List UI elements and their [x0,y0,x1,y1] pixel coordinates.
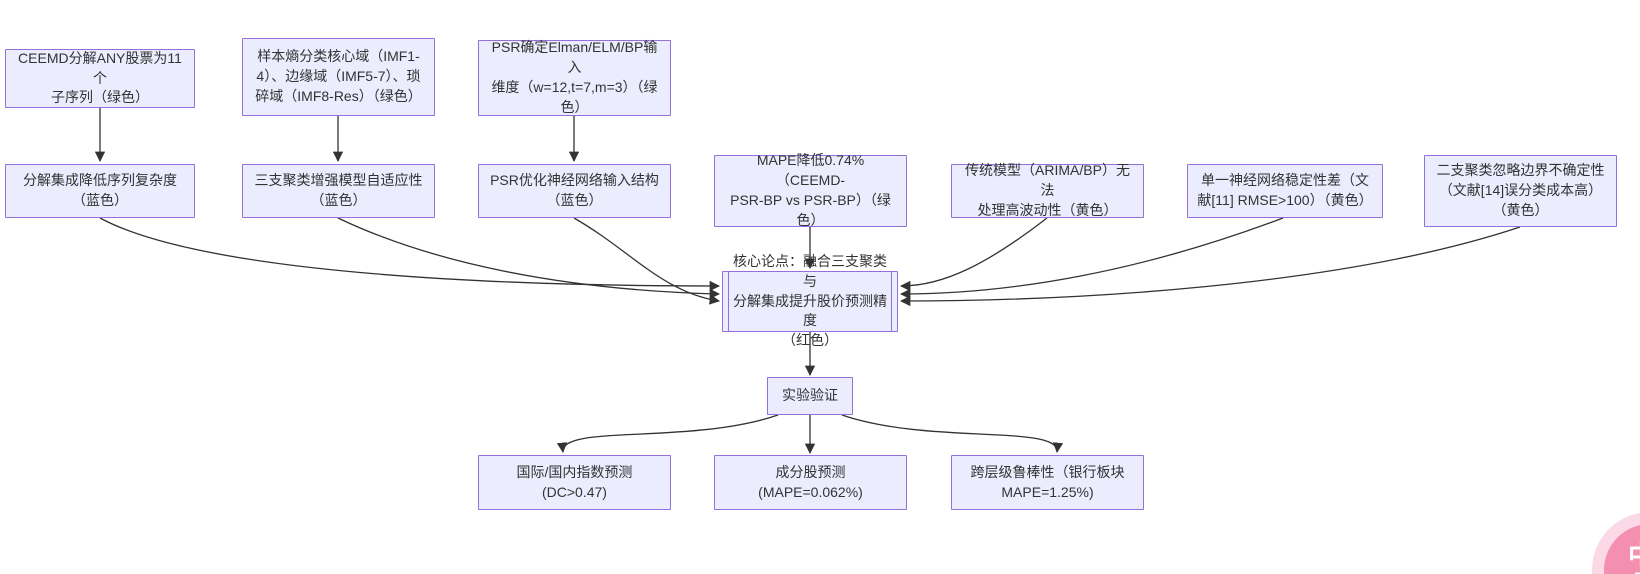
edge-ensemble-to-core [99,217,721,292]
node-label: 单一神经网络稳定性差（文 献[11] RMSE>100）（黄色） [1197,172,1373,208]
node-cross-level-robustness: 跨层级鲁棒性（银行板块 MAPE=1.25%) [951,455,1144,510]
edge-twoway-to-core [899,226,1521,307]
edge-psropt-to-core [573,217,721,305]
node-label: 国际/国内指数预测 (DC>0.47) [516,463,633,500]
translate-badge-char-bottom: A [1628,569,1640,574]
node-label: 传统模型（ARIMA/BP）无法 处理高波动性（黄色） [965,162,1130,218]
node-label: 三支聚类增强模型自适应性 （蓝色） [254,172,423,208]
node-label: PSR确定Elman/ELM/BP输入 维度（w=12,t=7,m=3）（绿 色… [491,39,658,115]
translate-badge-button[interactable]: 中 A [1604,524,1640,574]
edge-traditional-to-core [899,217,1048,292]
node-label: MAPE降低0.74%（CEEMD- PSR-BP vs PSR-BP）（绿 色… [730,152,891,228]
edge-singlenn-to-core [899,217,1284,300]
node-two-way-clustering-limitation: 二支聚类忽略边界不确定性 （文献[14]误分类成本高） （黄色） [1424,155,1617,227]
edge-clustering-to-core [337,217,721,299]
node-index-prediction: 国际/国内指数预测 (DC>0.47) [478,455,671,510]
translate-badge-char-top: 中 [1628,543,1640,570]
node-experiment-validation: 实验验证 [767,377,853,415]
node-ceemd-decomposition: CEEMD分解ANY股票为11个 子序列（绿色） [5,49,195,108]
node-three-way-clustering: 三支聚类增强模型自适应性 （蓝色） [242,164,435,218]
node-sample-entropy-classification: 样本熵分类核心域（IMF1- 4）、边缘域（IMF5-7）、琐 碎域（IMF8-… [242,38,435,116]
node-label: 成分股预测 (MAPE=0.062%) [758,463,863,500]
node-label: 跨层级鲁棒性（银行板块 MAPE=1.25%) [970,463,1125,500]
node-label: 实验验证 [782,387,838,404]
edge-experiment-to-index [556,414,779,454]
node-component-stock-prediction: 成分股预测 (MAPE=0.062%) [714,455,907,510]
node-label: 核心论点：融合三支聚类与 分解集成提升股价预测精度 （红色） [733,252,887,349]
node-label: 分解集成降低序列复杂度 （蓝色） [23,172,177,208]
node-core-thesis: 核心论点：融合三支聚类与 分解集成提升股价预测精度 （红色） [722,253,898,348]
node-single-nn-instability: 单一神经网络稳定性差（文 献[11] RMSE>100）（黄色） [1187,164,1383,218]
node-traditional-model-limitation: 传统模型（ARIMA/BP）无法 处理高波动性（黄色） [951,162,1144,218]
node-mape-reduction: MAPE降低0.74%（CEEMD- PSR-BP vs PSR-BP）（绿 色… [714,152,907,228]
node-label: PSR优化神经网络输入结构 （蓝色） [490,172,659,208]
node-label: 样本熵分类核心域（IMF1- 4）、边缘域（IMF5-7）、琐 碎域（IMF8-… [255,48,422,104]
node-decomposition-ensemble: 分解集成降低序列复杂度 （蓝色） [5,164,195,218]
edge-experiment-to-crosslevel [841,414,1064,454]
node-label: CEEMD分解ANY股票为11个 子序列（绿色） [18,49,182,106]
node-psr-input-dimension: PSR确定Elman/ELM/BP输入 维度（w=12,t=7,m=3）（绿 色… [478,39,671,116]
node-label: 二支聚类忽略边界不确定性 （文献[14]误分类成本高） （黄色） [1436,162,1605,218]
node-psr-optimization: PSR优化神经网络输入结构 （蓝色） [478,164,671,218]
